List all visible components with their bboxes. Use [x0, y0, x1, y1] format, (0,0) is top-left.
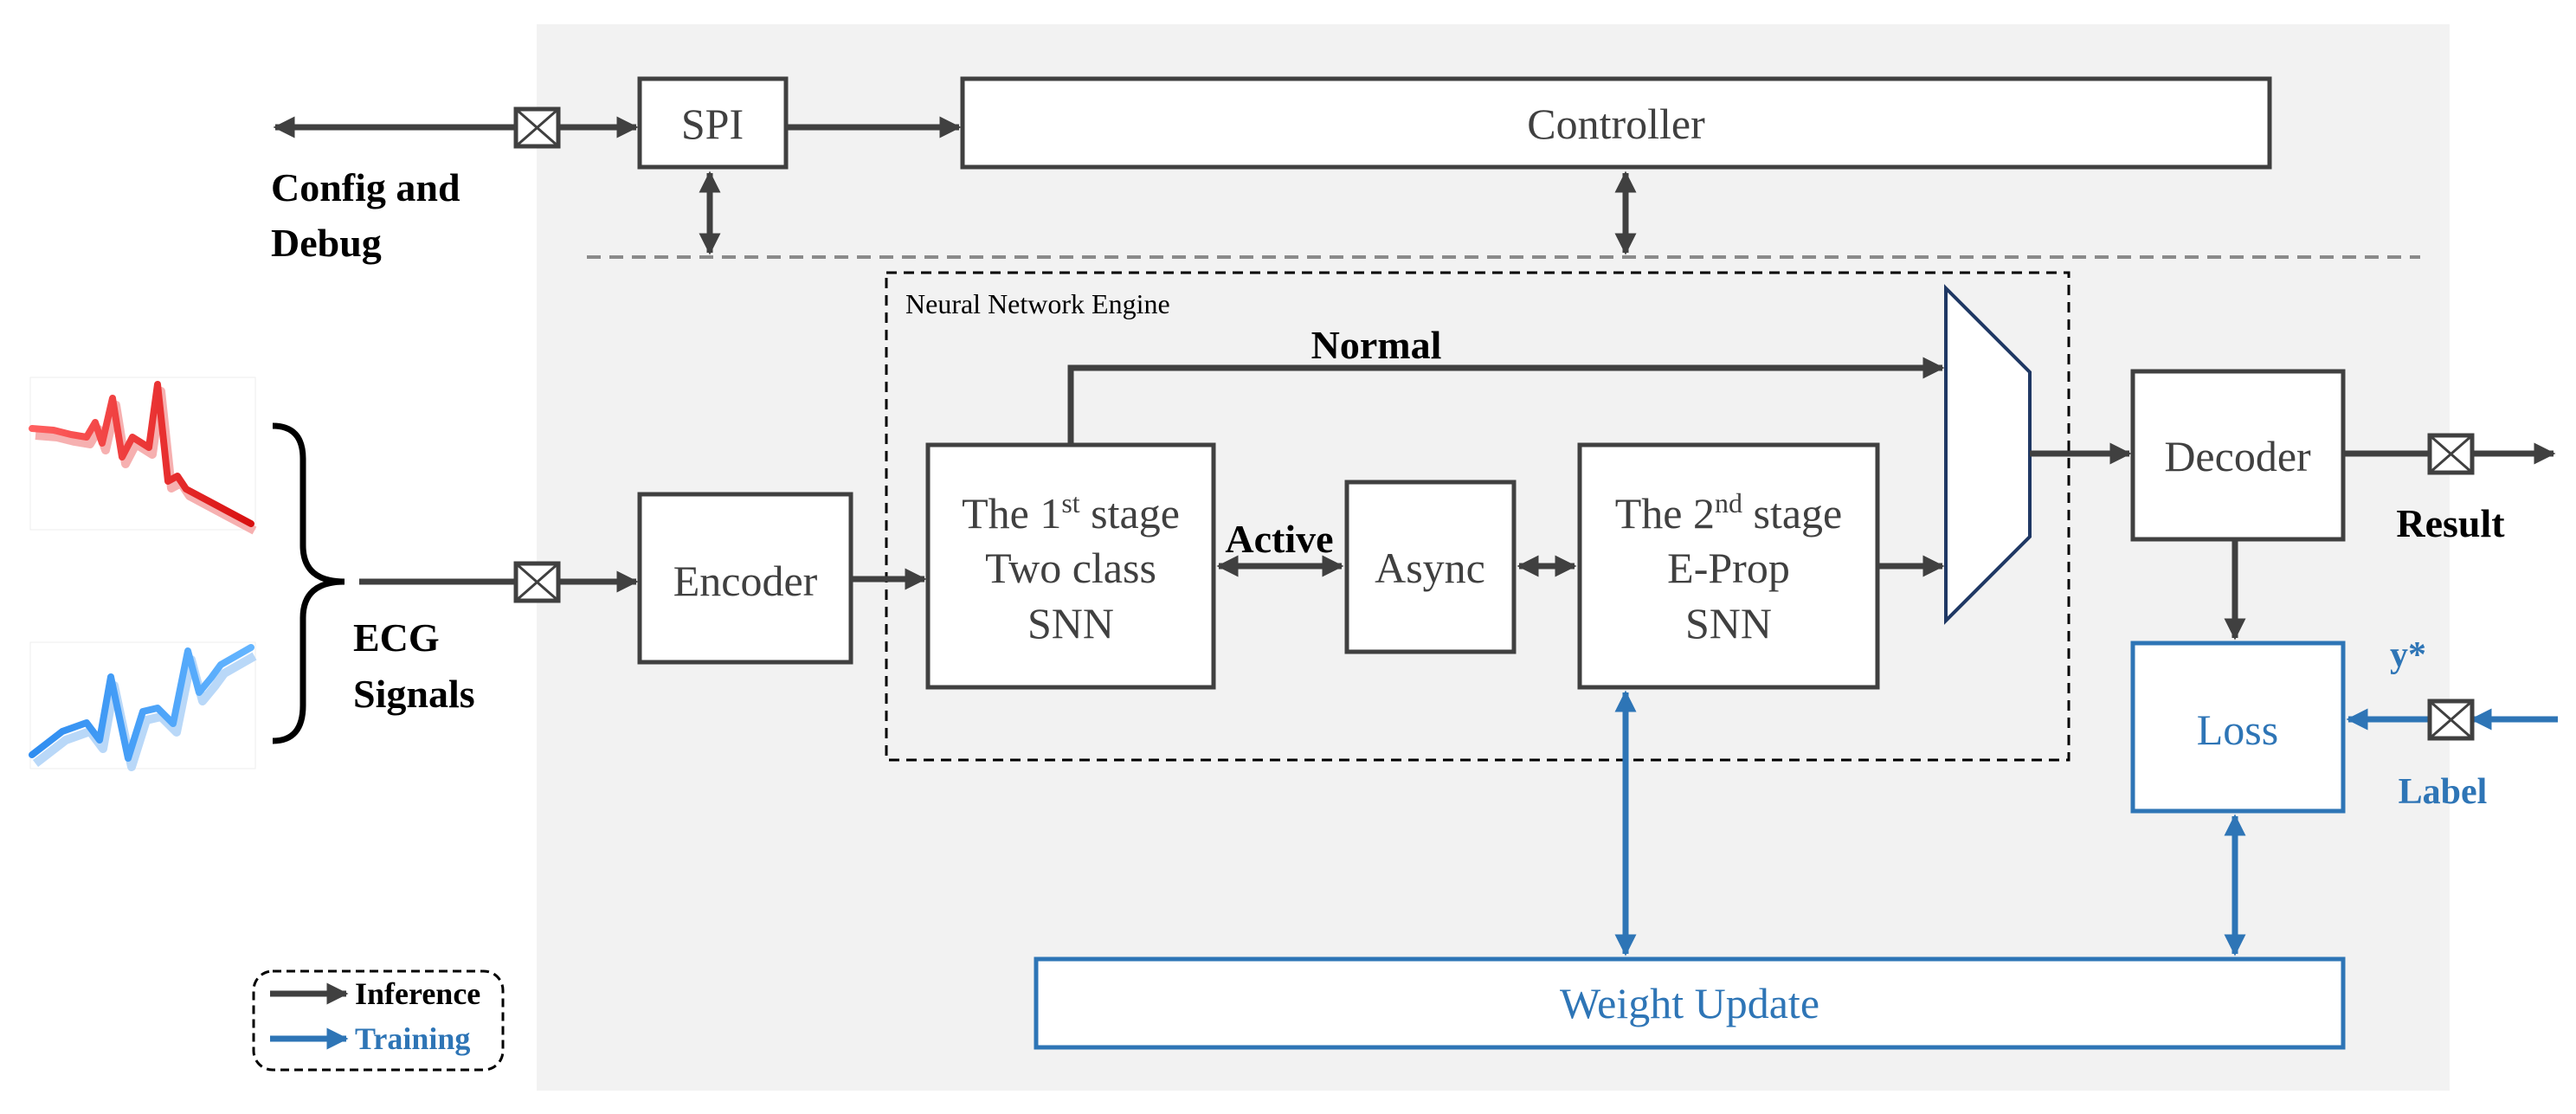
weight-update-label: Weight Update [1560, 979, 1819, 1027]
active-label: Active [1225, 517, 1333, 561]
y-star-label: y* [2390, 635, 2426, 675]
stage1-line1: The 1st stage [962, 487, 1180, 538]
stage2-line2: E-Prop [1667, 544, 1790, 592]
io-pad-config [513, 106, 561, 149]
label-label: Label [2399, 772, 2488, 812]
ecg-brace [272, 422, 345, 744]
legend-training-label: Training [355, 1021, 470, 1056]
ecg-signal-red-image [29, 377, 257, 535]
nn-engine-box [885, 271, 2070, 762]
ecg-signals-label-line1: ECG [353, 615, 440, 660]
stage1-line2: Two class [985, 544, 1156, 592]
stage2-snn-block: The 2nd stage E-Prop SNN [1577, 442, 1880, 690]
io-pad-ecg [513, 561, 561, 603]
weight-update-block: Weight Update [1034, 956, 2346, 1050]
io-pad-result [2427, 433, 2475, 475]
normal-label: Normal [1311, 323, 1442, 367]
config-debug-label-line1: Config and [271, 165, 460, 209]
stage2-line1: The 2nd stage [1615, 487, 1842, 538]
async-block: Async [1344, 480, 1517, 654]
decoder-label: Decoder [2164, 432, 2311, 480]
encoder-block: Encoder [637, 492, 853, 665]
loss-label: Loss [2197, 705, 2278, 754]
async-label: Async [1375, 544, 1485, 592]
multiplexer-shape [1944, 284, 2032, 625]
stage2-line3: SNN [1685, 599, 1772, 647]
spi-label: SPI [681, 100, 744, 148]
loss-block: Loss [2130, 641, 2346, 814]
encoder-label: Encoder [673, 557, 818, 605]
result-label: Result [2396, 501, 2505, 545]
ecg-signals-label-line2: Signals [353, 672, 475, 716]
controller-block: Controller [960, 76, 2272, 170]
stage1-line3: SNN [1027, 599, 1114, 647]
io-pad-label [2427, 699, 2475, 741]
normal-path-arrow [1067, 357, 1945, 445]
config-debug-label-line2: Debug [271, 221, 382, 265]
decoder-block: Decoder [2130, 369, 2346, 542]
ecg-signal-blue-image [29, 641, 257, 771]
nn-engine-label: Neural Network Engine [905, 288, 1170, 319]
legend-inference-label: Inference [355, 976, 480, 1011]
controller-label: Controller [1527, 100, 1705, 148]
spi-block: SPI [637, 76, 789, 170]
legend: Inference Training [252, 969, 505, 1072]
stage1-snn-block: The 1st stage Two class SNN [925, 442, 1216, 690]
